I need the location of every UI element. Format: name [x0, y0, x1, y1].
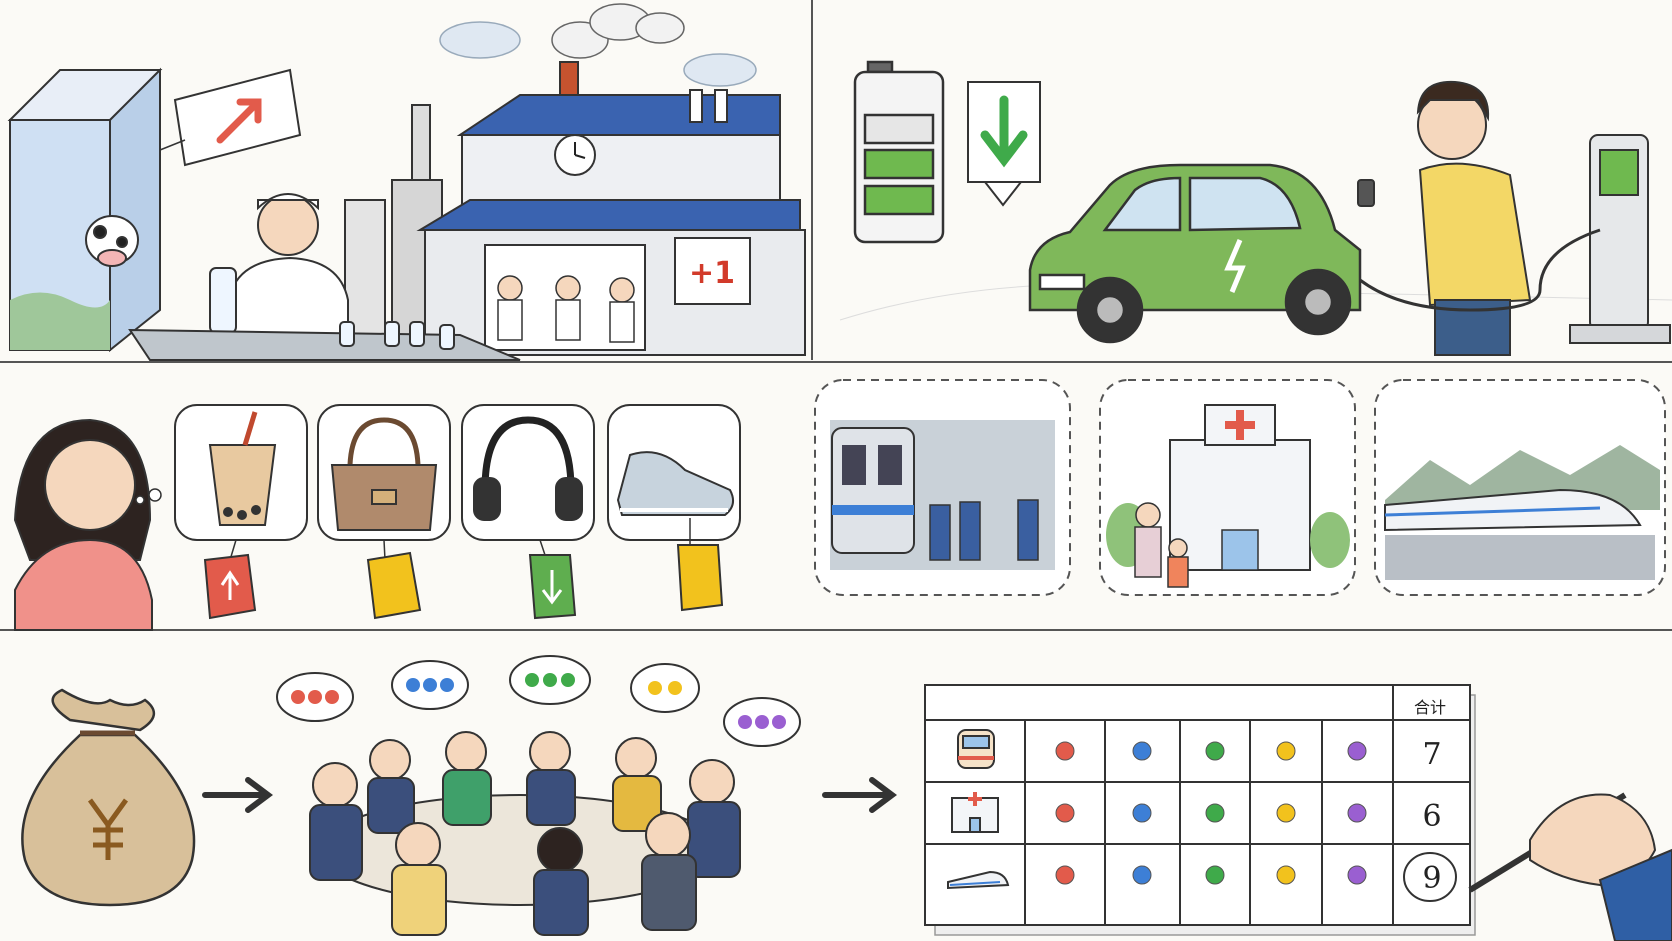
hand-writing-pen-icon: [1468, 792, 1672, 941]
panel-public-services: [814, 379, 1666, 596]
product-card-handbag: [317, 404, 451, 620]
price-badge: +1: [674, 237, 751, 305]
row-total-hospital: 6: [1422, 799, 1441, 834]
table-dot-purple: [1347, 865, 1367, 885]
price-down-sign: [967, 81, 1041, 207]
table-dot-red: [1055, 803, 1075, 823]
table-dots: [1055, 741, 1367, 885]
speech-bubble-red: [276, 672, 354, 722]
price-tag-neutral: [366, 539, 422, 620]
money-bag-icon: [21, 688, 196, 907]
arrow-right-icon: [202, 777, 273, 813]
panel-consumer-prices: [13, 404, 741, 631]
meeting-table: [309, 731, 741, 936]
table-dot-blue: [1132, 865, 1152, 885]
product-card-sneaker: [607, 404, 741, 612]
bullet-train-icon: [947, 870, 1010, 890]
table-header-total: 合计: [1414, 698, 1446, 717]
handbag-icon: [330, 417, 438, 531]
table-dot-red: [1055, 741, 1075, 761]
row-total-train: 7: [1422, 737, 1441, 772]
arrow-right-icon: [822, 777, 897, 813]
bubble-tea-icon: [208, 411, 277, 526]
circled-total: [1403, 852, 1457, 902]
table-dot-blue: [1132, 803, 1152, 823]
factory-workers: [497, 275, 635, 343]
high-speed-rail-scene: [1374, 379, 1666, 596]
battery-icon: [853, 60, 945, 244]
table-dot-purple: [1347, 803, 1367, 823]
hospital-scene: [1099, 379, 1356, 596]
table-dot-yellow: [1276, 741, 1296, 761]
smoke-icon: [551, 3, 685, 59]
table-dot-yellow: [1276, 803, 1296, 823]
electric-car-icon: [1028, 163, 1362, 344]
speech-bubble-yellow: [630, 663, 700, 713]
ev-charger-icon: [1359, 134, 1671, 344]
thought-bubble-dots: [135, 488, 162, 505]
table-dot-yellow: [1276, 865, 1296, 885]
price-tag-neutral: [676, 518, 724, 612]
subway-scene: [814, 379, 1071, 596]
milk-carton-icon: [7, 67, 163, 353]
product-card-headphones: [461, 404, 595, 620]
table-dot-green: [1205, 741, 1225, 761]
cloud-icon: [439, 21, 757, 87]
meeting-participants: [309, 731, 741, 936]
conveyor-belt: [128, 321, 521, 361]
price-tag-up: [203, 539, 257, 620]
speech-bubble-purple: [723, 697, 801, 747]
panel-milk-factory: +1: [7, 3, 806, 361]
price-badge-text: +1: [689, 256, 735, 291]
person-with-phone: [1357, 80, 1532, 356]
panel-budget-allocation: 合计 7 6 9: [21, 655, 1672, 941]
table-dot-blue: [1132, 741, 1152, 761]
price-up-sign: [159, 68, 302, 167]
panel-dividers: [0, 0, 1672, 631]
price-tag-down: [528, 539, 577, 620]
product-card-bubble-tea: [174, 404, 308, 620]
table-dot-green: [1205, 865, 1225, 885]
headphones-icon: [473, 416, 583, 521]
table-dot-purple: [1347, 741, 1367, 761]
allocation-table: 合计 7 6 9: [924, 684, 1476, 936]
panel-electric-car: [839, 60, 1672, 356]
hospital-icon: [951, 792, 999, 833]
row-total-bullet-train: 9: [1422, 861, 1441, 896]
table-dot-green: [1205, 803, 1225, 823]
worker-holding-bottle: [209, 193, 349, 341]
table-dot-red: [1055, 865, 1075, 885]
train-icon: [957, 729, 995, 769]
woman-thinking: [13, 418, 153, 631]
sneaker-icon: [616, 451, 735, 516]
speech-bubble-green: [509, 655, 591, 705]
speech-bubble-blue: [391, 660, 469, 710]
